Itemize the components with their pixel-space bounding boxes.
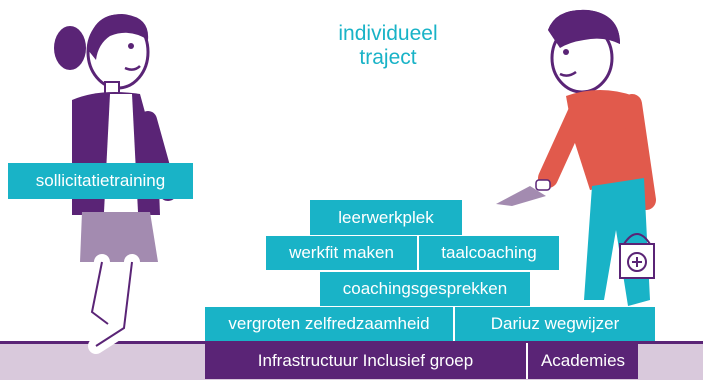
block-infrastructuur: Infrastructuur Inclusief groep: [205, 343, 528, 379]
block-academies: Academies: [528, 343, 638, 379]
title-line-1: individueel: [338, 22, 438, 45]
block-leerwerkplek: leerwerkplek: [310, 200, 462, 235]
block-coachingsgesprekken: coachingsgesprekken: [320, 272, 530, 306]
title-line-2: traject: [359, 46, 417, 69]
block-dariuz-wegwijzer: Dariuz wegwijzer: [455, 307, 655, 341]
block-sollicitatietraining: sollicitatietraining: [8, 163, 193, 199]
woman-figure: [54, 14, 177, 354]
page-title: individueel traject: [300, 22, 476, 70]
block-werkfit-maken: werkfit maken: [266, 236, 419, 270]
block-vergroten-zelfredzaamheid: vergroten zelfredzaamheid: [205, 307, 455, 341]
block-taalcoaching: taalcoaching: [419, 236, 559, 270]
man-figure: [496, 9, 656, 306]
ground-line: [0, 341, 703, 344]
